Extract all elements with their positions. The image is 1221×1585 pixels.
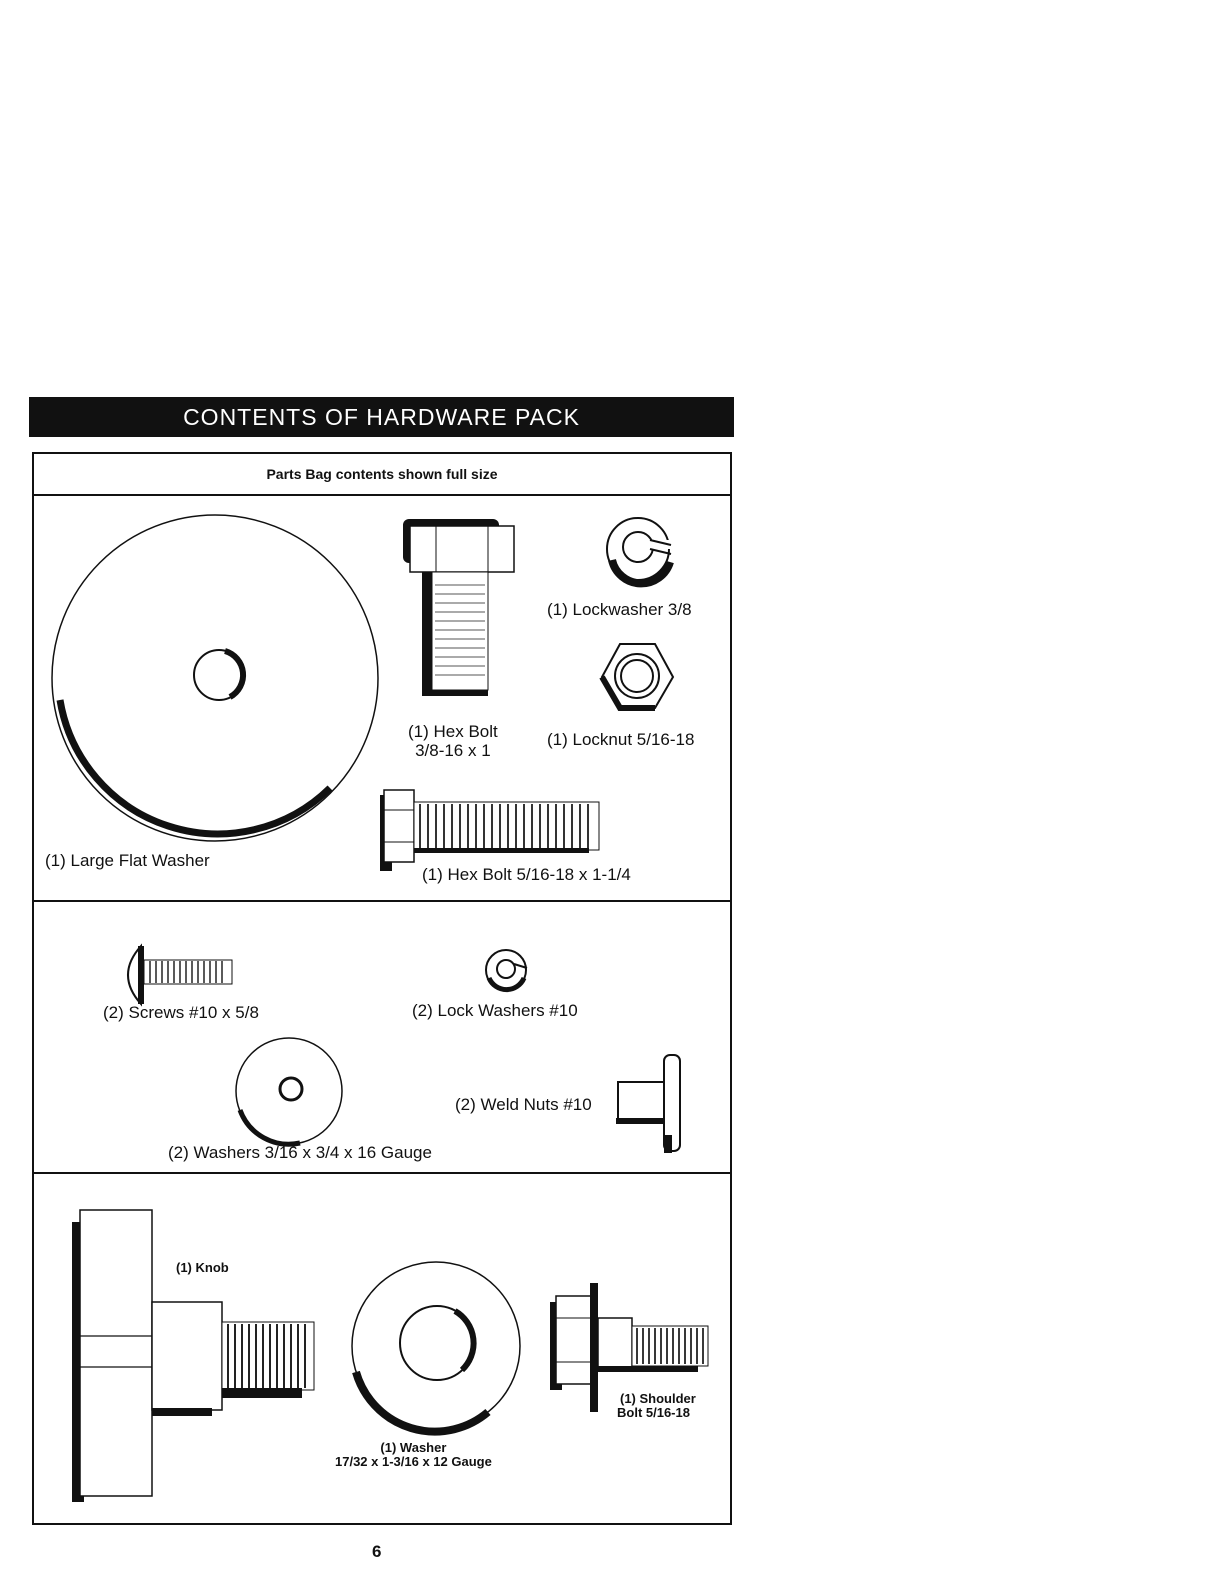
label-lock-washers-10: (2) Lock Washers #10 (412, 1001, 578, 1020)
label-hex-bolt-3-8-line2: 3/8-16 x 1 (415, 740, 491, 760)
section-banner: CONTENTS OF HARDWARE PACK (29, 397, 734, 437)
label-lockwasher-3-8: (1) Lockwasher 3/8 (547, 600, 692, 619)
weld-nut-drawing (616, 1054, 681, 1153)
washer-17-32-drawing (351, 1261, 521, 1436)
label-washer-17-32-line2: 17/32 x 1-3/16 x 12 Gauge (335, 1454, 492, 1470)
page-number: 6 (372, 1542, 382, 1561)
label-washer-17-32-line1: (1) Washer (380, 1440, 447, 1455)
hex-bolt-3-8-drawing (403, 519, 515, 696)
label-weld-nuts: (2) Weld Nuts #10 (455, 1095, 592, 1114)
label-shoulder-bolt-line1: (1) Shoulder (620, 1391, 696, 1406)
lockwasher-3-8-drawing (606, 517, 674, 588)
lock-washer-10-drawing (485, 949, 528, 993)
section-divider-2 (34, 1172, 730, 1174)
label-washer-17-32: (1) Washer 17/32 x 1-3/16 x 12 Gauge (335, 1440, 492, 1470)
parts-frame: Parts Bag contents shown full size (32, 452, 732, 1525)
screw-drawing (127, 943, 233, 1007)
section-divider-1 (34, 900, 730, 902)
label-knob: (1) Knob (176, 1260, 229, 1275)
parts-subtitle: Parts Bag contents shown full size (34, 454, 730, 496)
label-shoulder-bolt: (1) Shoulder Bolt 5/16-18 (617, 1391, 696, 1421)
locknut-drawing (599, 643, 675, 711)
label-shoulder-bolt-line2: Bolt 5/16-18 (617, 1405, 690, 1421)
label-washers-3-16: (2) Washers 3/16 x 3/4 x 16 Gauge (168, 1143, 432, 1162)
label-locknut: (1) Locknut 5/16-18 (547, 730, 695, 749)
washer-3-16-drawing (235, 1037, 343, 1147)
knob-drawing (72, 1209, 315, 1502)
label-hex-bolt-5-16: (1) Hex Bolt 5/16-18 x 1-1/4 (422, 865, 631, 884)
label-large-flat-washer: (1) Large Flat Washer (45, 851, 210, 870)
label-hex-bolt-3-8: (1) Hex Bolt 3/8-16 x 1 (408, 722, 498, 760)
hex-bolt-5-16-drawing (380, 789, 600, 871)
label-hex-bolt-3-8-line1: (1) Hex Bolt (408, 722, 498, 741)
large-flat-washer-drawing (51, 514, 379, 842)
label-screws: (2) Screws #10 x 5/8 (103, 1003, 259, 1022)
section-title: CONTENTS OF HARDWARE PACK (183, 403, 580, 430)
shoulder-bolt-drawing (550, 1283, 709, 1412)
